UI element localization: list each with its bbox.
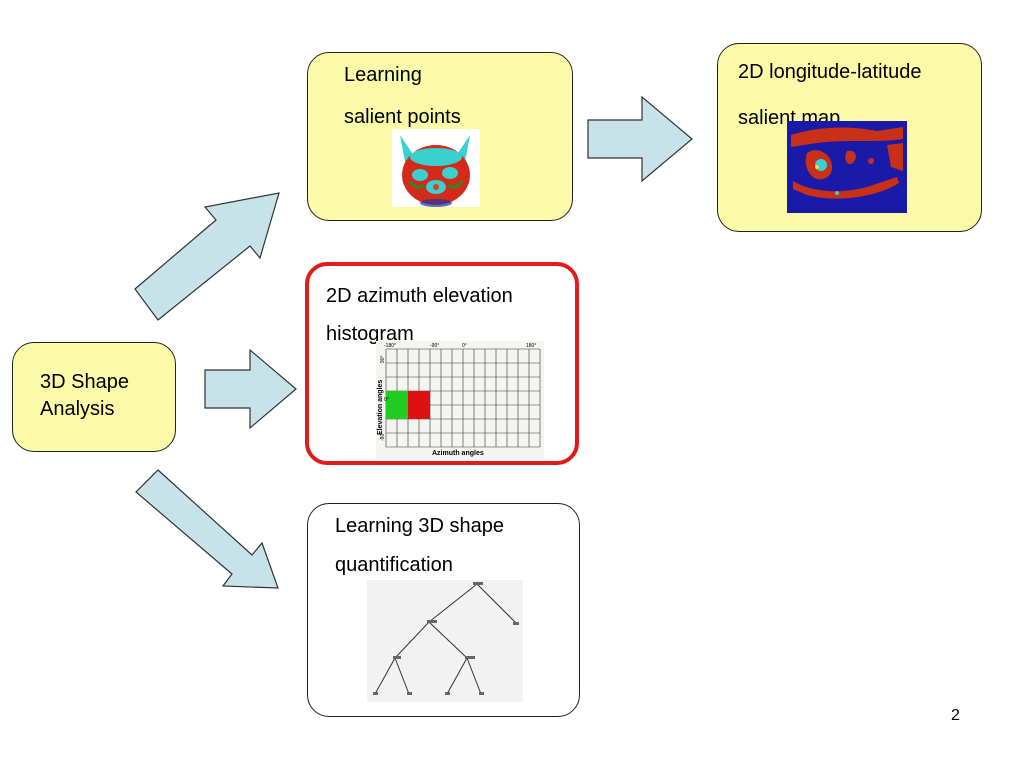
azimuth-elevation-grid-icon: -180° -90° 0° 180° 90° 0° -90° Elevation…	[376, 341, 544, 459]
dendrogram-tree-icon	[367, 580, 523, 702]
histogram-x-tick: -90°	[430, 343, 439, 349]
histogram-y-tick: -90°	[380, 432, 386, 441]
page-number: 2	[951, 707, 960, 724]
histogram-x-tick: -180°	[384, 343, 396, 349]
arrow-to-histogram	[204, 348, 297, 430]
node-histogram: 2D azimuth elevation histogram -180° -90…	[305, 262, 579, 465]
node-salient-points-line1: Learning	[344, 64, 422, 86]
histogram-x-tick: 180°	[526, 343, 536, 349]
arrow-to-quantification	[135, 469, 279, 589]
node-histogram-line2: histogram	[326, 323, 414, 345]
node-salient-points: Learning salient points	[307, 52, 573, 221]
histogram-x-tick: 0°	[462, 343, 467, 349]
longitude-latitude-heatmap-icon	[787, 121, 907, 213]
node-3d-shape-analysis: 3D Shape Analysis	[12, 342, 176, 452]
node-quantification-line2: quantification	[335, 554, 453, 576]
node-salient-map: 2D longitude-latitude salient map	[717, 43, 982, 232]
node-salient-map-line1: 2D longitude-latitude	[738, 61, 922, 83]
node-quantification-line1: Learning 3D shape	[335, 515, 505, 537]
histogram-y-tick: 0°	[384, 397, 389, 403]
arrow-to-salient-map	[587, 95, 693, 183]
histogram-y-tick: 90°	[380, 355, 386, 363]
node-3d-shape-analysis-line1: 3D Shape	[40, 371, 129, 393]
cat-head-3d-heatmap-icon	[392, 129, 480, 207]
node-quantification: Learning 3D shape quantification	[307, 503, 580, 717]
arrow-to-salient-points	[134, 192, 280, 321]
histogram-y-axis-label: Elevation angles	[377, 380, 384, 435]
node-3d-shape-analysis-line2: Analysis	[40, 398, 115, 420]
node-histogram-line1: 2D azimuth elevation	[326, 285, 513, 307]
histogram-x-axis-label: Azimuth angles	[432, 450, 484, 457]
node-salient-points-line2: salient points	[344, 106, 461, 128]
